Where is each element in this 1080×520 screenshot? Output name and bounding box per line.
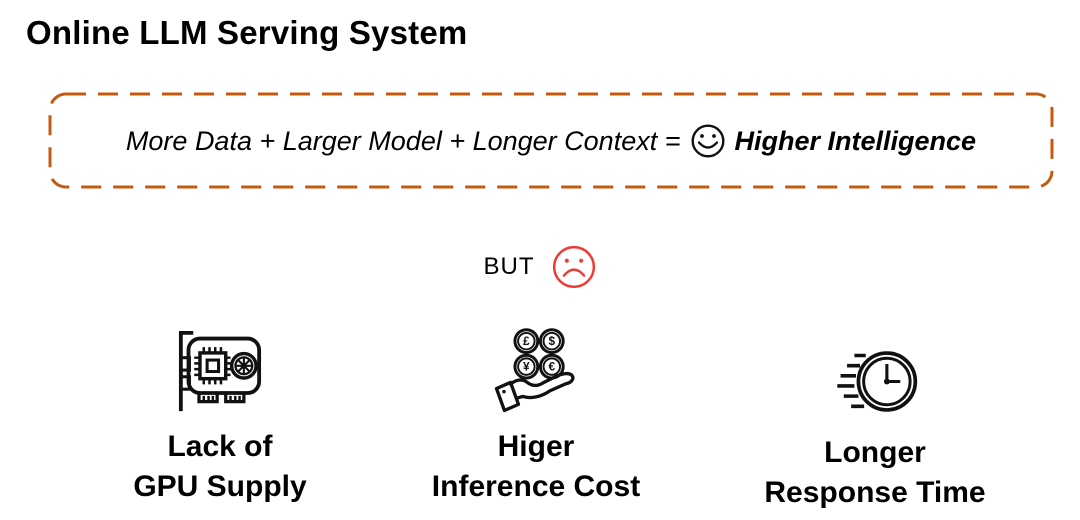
challenge-label-line1: Higer xyxy=(497,430,575,463)
challenge-label: Lack of GPU Supply xyxy=(133,427,306,507)
svg-text:$: $ xyxy=(548,334,555,348)
promise-formula: More Data + Larger Model + Longer Contex… xyxy=(48,92,1054,190)
svg-text:¥: ¥ xyxy=(523,360,530,374)
smiley-face-icon xyxy=(690,124,725,158)
challenge-label-line1: Lack of xyxy=(167,430,273,463)
promise-banner: More Data + Larger Model + Longer Contex… xyxy=(48,92,1054,190)
formula-prefix: More Data + Larger Model + Longer Contex… xyxy=(125,125,681,156)
formula-emphasis: Higher Intelligence xyxy=(734,125,977,156)
challenge-inference-cost: £ $ ¥ € Higer Inference Cost xyxy=(386,328,686,507)
challenge-label-line2: GPU Supply xyxy=(133,470,307,503)
challenge-label-line2: Response Time xyxy=(764,476,986,509)
icon-box: £ $ ¥ € xyxy=(492,328,580,414)
but-label: BUT xyxy=(483,253,535,280)
challenge-label: Higer Inference Cost xyxy=(432,427,640,507)
challenge-label-line2: Inference Cost xyxy=(431,470,641,503)
challenge-gpu-supply: Lack of GPU Supply xyxy=(70,328,370,507)
fast-clock-icon xyxy=(836,351,917,412)
svg-text:£: £ xyxy=(523,334,530,348)
sad-face-icon xyxy=(552,245,595,289)
money-in-hand-icon: £ $ ¥ € xyxy=(494,328,575,413)
dashed-border xyxy=(48,92,1054,189)
page-title: Online LLM Serving System xyxy=(26,14,468,51)
svg-text:€: € xyxy=(548,360,555,374)
challenge-response-time: Longer Response Time xyxy=(725,328,1025,513)
but-section: BUT xyxy=(0,244,1080,290)
challenge-label: Longer Response Time xyxy=(764,433,985,513)
gpu-card-icon xyxy=(178,330,262,412)
icon-box xyxy=(172,328,268,414)
icon-box xyxy=(833,328,918,420)
challenge-label-line1: Longer xyxy=(824,436,926,469)
